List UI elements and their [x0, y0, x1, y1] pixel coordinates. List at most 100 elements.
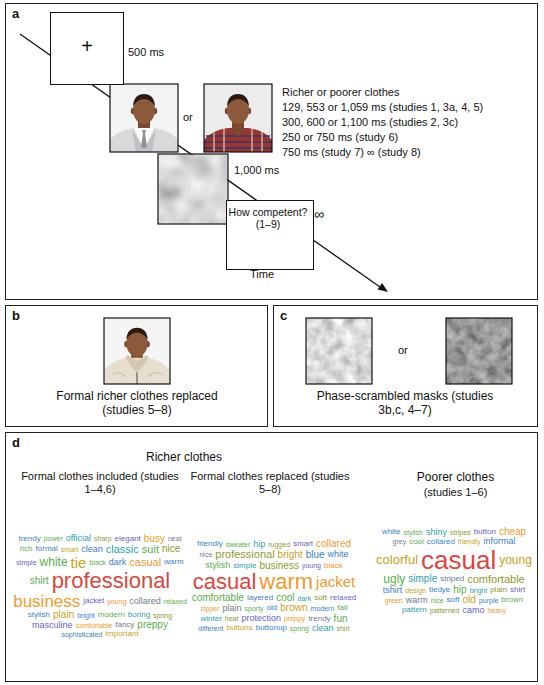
cloud-word: blue — [306, 550, 325, 560]
duration-label: 500 ms — [128, 46, 164, 59]
cloud-word: young — [499, 554, 532, 566]
scrambled-mask-light — [306, 318, 372, 384]
cloud-word: casual — [193, 571, 257, 593]
cloud-word: formal — [36, 545, 58, 553]
time-arrowhead — [378, 283, 389, 292]
cloud-word: rich — [20, 545, 33, 553]
cloud-word: preppy — [137, 620, 168, 630]
cloud-word: brown — [280, 603, 307, 613]
cloud-word: spring — [153, 612, 172, 619]
cloud-word: friendly — [458, 538, 481, 545]
cloud-word: clean — [81, 545, 103, 554]
cloud-word: important — [105, 630, 138, 638]
or-label: or — [183, 111, 193, 124]
cloud-word: fall — [337, 604, 347, 612]
cloud-word: fancy — [115, 621, 134, 629]
cloud-word: sporty — [245, 605, 264, 612]
cloud-word: old — [267, 604, 278, 612]
cloud-word: comfortable — [467, 574, 524, 585]
cloud-word: tie — [71, 555, 87, 570]
cloud-word: different — [198, 625, 223, 632]
cloud-word: jacket — [83, 597, 104, 605]
cloud-word: heavy — [487, 607, 506, 614]
cloud-word: dark — [109, 558, 127, 567]
cloud-word: stylish — [28, 611, 50, 619]
cloud-word: neat — [168, 535, 182, 542]
cloud-word: ugly — [383, 573, 405, 585]
cloud-word: relaxed — [330, 594, 356, 602]
cloud-word: bright — [278, 550, 303, 560]
cloud-word: tiedye — [429, 586, 450, 594]
cloud-word: green — [385, 597, 403, 604]
cloud-word: shirt — [30, 576, 49, 586]
cloud-word: hip — [453, 585, 466, 595]
scrambled-mask-dark — [446, 318, 512, 384]
cloud-word: collared — [129, 597, 161, 606]
cloud-word: hip — [253, 540, 265, 549]
cloud-word: grey — [393, 538, 407, 545]
cloud-word: rugged — [268, 541, 290, 548]
cloud-heading: (studies 1–6) — [378, 486, 533, 499]
photo-richer — [110, 84, 178, 152]
cloud-word: sweater — [226, 541, 251, 548]
cloud-word: informal — [483, 537, 515, 546]
cloud-word: boring — [128, 611, 150, 619]
duration-label: 300, 600 or 1,100 ms (studies 2, 3c) — [282, 116, 458, 129]
cloud-word: soft — [447, 596, 460, 604]
duration-label: 129, 553 or 1,059 ms (studies 1, 3a, 4, … — [282, 101, 483, 114]
photo-jacket — [104, 318, 170, 384]
panel-letter: d — [12, 435, 20, 450]
axis-label: Time — [250, 268, 274, 281]
word-cloud: whitestylishshinystripesbuttoncheapgreyc… — [375, 500, 533, 642]
cloud-word: tshirt — [383, 586, 403, 595]
cloud-word: busy — [144, 534, 165, 544]
word-cloud: friendlysweaterhipruggedsmartcollarednic… — [190, 500, 358, 672]
cloud-word: young — [107, 598, 126, 605]
panel-letter: c — [280, 308, 287, 323]
cloud-word: buttonup — [256, 624, 287, 632]
cloud-word: preppy — [284, 615, 305, 622]
cloud-word: bright — [77, 612, 95, 619]
cloud-word: button — [474, 528, 496, 536]
cloud-word: black — [324, 562, 343, 570]
cloud-word: nice — [162, 544, 180, 554]
cloud-word: smart — [61, 546, 79, 553]
cloud-word: collared — [316, 539, 351, 549]
cloud-word: professional — [215, 549, 274, 560]
cloud-word: shiny — [426, 528, 447, 537]
fixation-cross: + — [51, 13, 123, 80]
panel-letter: b — [12, 308, 20, 323]
cloud-word: classic — [106, 544, 139, 555]
cloud-word: purple — [479, 597, 498, 604]
cloud-word: zipper — [200, 605, 219, 612]
cloud-word: stylish — [404, 529, 423, 536]
cloud-word: masculine — [32, 621, 73, 630]
cloud-word: nice — [431, 597, 444, 604]
fixation-frame: + — [50, 12, 124, 85]
panel-caption: Phase-scrambled masks (studies 3b,c, 4–7… — [310, 389, 500, 417]
cloud-word: comfortable — [192, 593, 244, 603]
cloud-word: bright — [470, 587, 488, 594]
cloud-word: business — [259, 561, 298, 571]
cloud-word: stylish — [205, 561, 230, 570]
cloud-word: casual — [421, 547, 496, 574]
cloud-word: business — [13, 593, 80, 610]
duration-label: 750 ms (study 7) ∞ (study 8) — [282, 146, 421, 159]
cloud-word: simple — [16, 559, 36, 566]
cloud-word: young — [302, 562, 321, 569]
cloud-word: collared — [427, 538, 455, 546]
cloud-word: jacket — [316, 574, 355, 589]
cloud-heading: Formal clothes included (studies 1–4,6) — [20, 470, 180, 496]
duration-label: 1,000 ms — [234, 164, 279, 177]
noise-mask — [158, 154, 228, 224]
cloud-word: layered — [247, 594, 273, 602]
cloud-word: plain — [490, 586, 507, 594]
question-text: How competent? (1–9) — [227, 206, 309, 231]
question-frame: How competent? (1–9) — [226, 200, 314, 270]
cloud-word: camo — [462, 606, 484, 615]
photo-poorer — [204, 84, 272, 152]
or-label: or — [398, 344, 408, 357]
cloud-word: plain — [223, 604, 242, 613]
cloud-word: plain — [53, 610, 74, 620]
cloud-word: cool — [276, 593, 294, 603]
